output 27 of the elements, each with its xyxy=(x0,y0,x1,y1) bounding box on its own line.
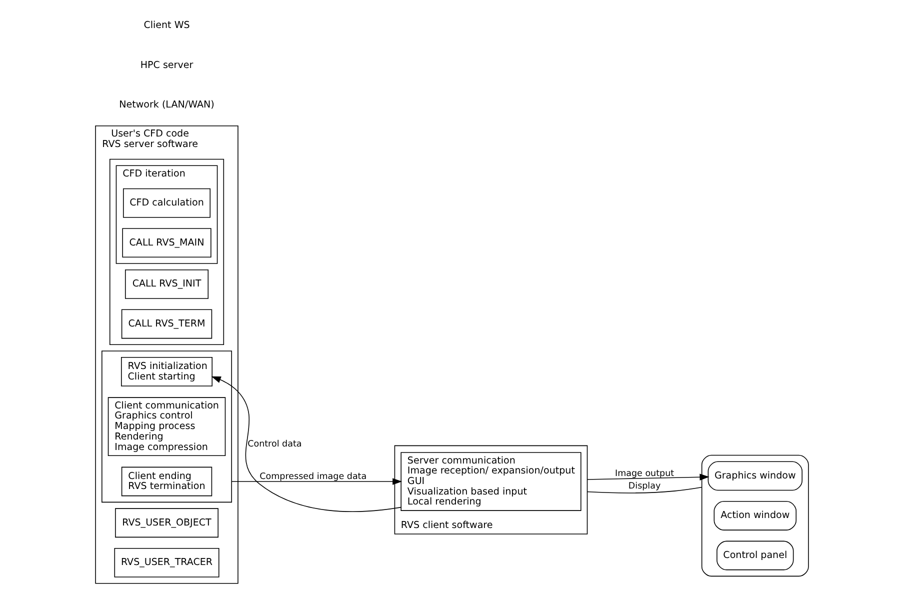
node-box: CALL RVS_TERM xyxy=(121,309,212,339)
node-box: Graphics window xyxy=(708,461,802,491)
node-box: RVS_USER_OBJECT xyxy=(115,508,218,538)
arrow xyxy=(211,376,402,512)
cluster xyxy=(701,454,809,577)
node-box: Client communication Graphics control Mapping process Rendering Image compression xyxy=(108,397,226,456)
edge-label: Compressed image data xyxy=(260,472,367,482)
cluster xyxy=(102,350,232,503)
edge-label: Image output xyxy=(615,468,674,479)
node-box: Control panel xyxy=(716,540,794,570)
arrow xyxy=(586,474,710,480)
arrow xyxy=(231,478,402,485)
node-box: Client ending RVS termination xyxy=(121,466,212,496)
label: Client WS xyxy=(144,20,190,32)
edge-label: Display xyxy=(628,482,661,492)
label: Network (LAN/WAN) xyxy=(119,100,214,111)
edge-label: Control data xyxy=(248,439,302,450)
label: HPC server xyxy=(140,60,194,71)
node-box: Action window xyxy=(714,501,797,530)
cluster xyxy=(109,158,224,346)
node-box: Server communication Image reception/ expansion/output GUI Visualization based input Local rendering xyxy=(400,452,582,511)
node-box: CFD calculation xyxy=(123,188,211,218)
connector xyxy=(586,486,702,494)
node-box: CALL RVS_MAIN xyxy=(122,228,212,258)
node-box: RVS initialization Client starting xyxy=(121,357,212,386)
node-box: RVS_USER_TRACER xyxy=(114,548,220,578)
node-box: CALL RVS_INIT xyxy=(124,269,209,299)
